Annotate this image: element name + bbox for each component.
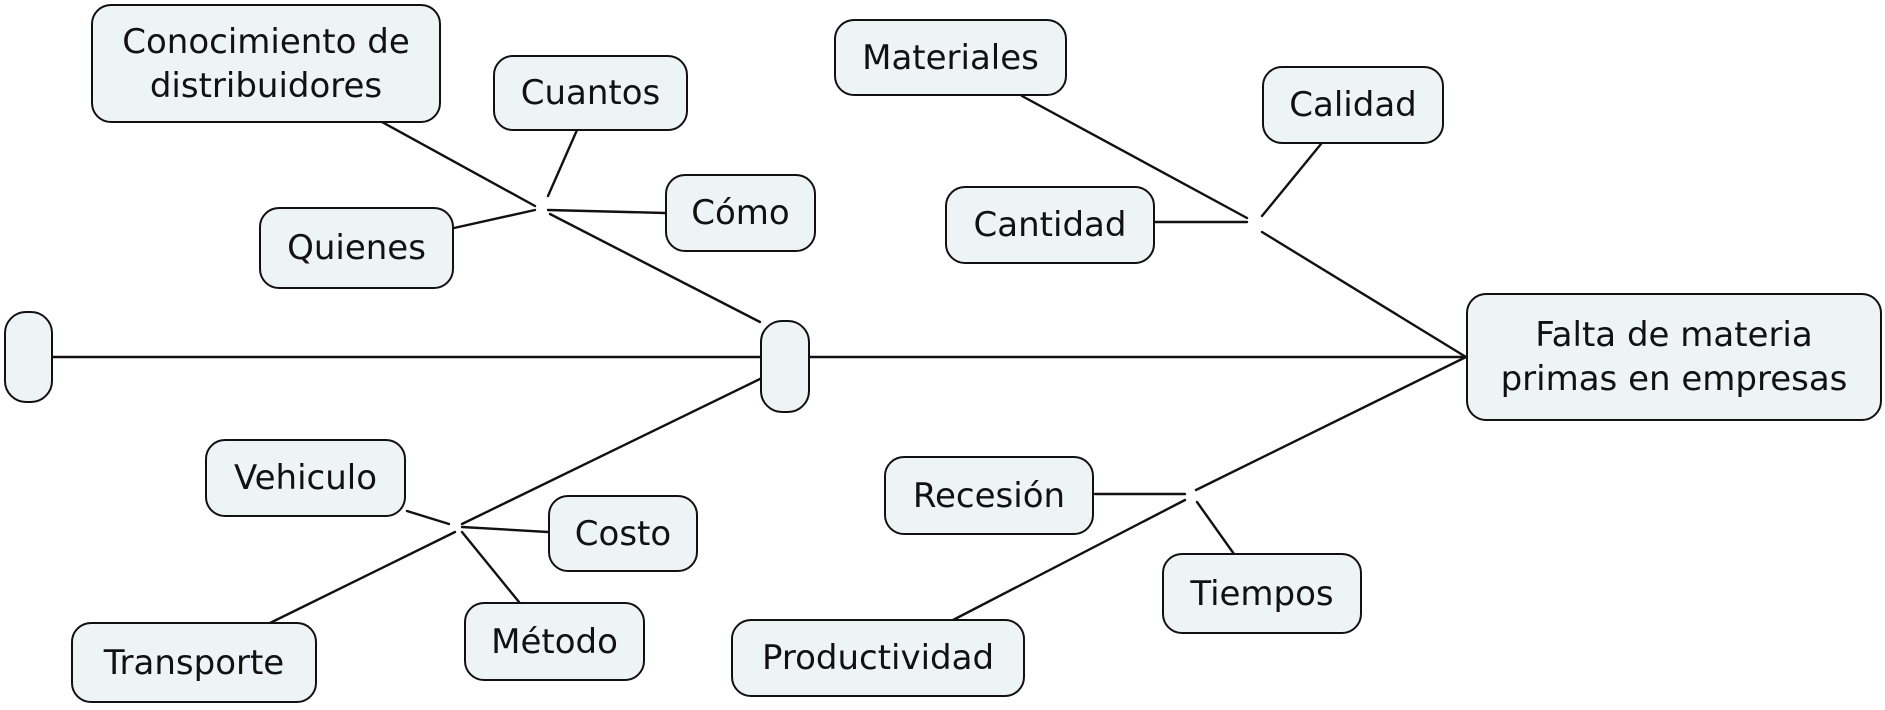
node-costo[interactable]: Costo xyxy=(548,495,698,572)
edge-conocimiento xyxy=(380,120,537,208)
edge-como xyxy=(546,208,667,215)
edge-upper-right-branch xyxy=(1260,230,1468,359)
edge-metodo xyxy=(460,530,521,604)
node-cantidad[interactable]: Cantidad xyxy=(945,186,1155,264)
node-materiales[interactable]: Materiales xyxy=(834,19,1067,96)
edge-quienes xyxy=(452,208,537,230)
node-calidad[interactable]: Calidad xyxy=(1262,66,1444,144)
edge-lower-right-branch xyxy=(1194,355,1468,492)
edge-costo xyxy=(460,525,550,534)
edge-calidad xyxy=(1260,142,1323,218)
edge-productividad xyxy=(951,498,1187,622)
node-tiempos[interactable]: Tiempos xyxy=(1162,553,1362,634)
node-cuantos[interactable]: Cuantos xyxy=(493,55,688,131)
node-productividad[interactable]: Productividad xyxy=(731,619,1025,697)
node-como[interactable]: Cómo xyxy=(665,174,816,252)
node-metodo[interactable]: Método xyxy=(464,602,645,681)
node-recesion[interactable]: Recesión xyxy=(884,456,1094,535)
edge-cuantos xyxy=(546,128,579,198)
node-conocimiento-de-distribuidores[interactable]: Conocimiento de distribuidores xyxy=(91,4,441,123)
edge-transporte xyxy=(268,530,457,625)
edge-tiempos xyxy=(1195,500,1236,556)
node-transporte[interactable]: Transporte xyxy=(71,622,317,703)
edge-upper-left-branch xyxy=(548,212,762,324)
node-quienes[interactable]: Quienes xyxy=(259,207,454,289)
node-spine-mid[interactable] xyxy=(760,320,810,413)
edge-vehiculo xyxy=(405,509,451,526)
edge-materiales xyxy=(1020,94,1249,220)
node-falta-de-materia-primas[interactable]: Falta de materia primas en empresas xyxy=(1466,293,1882,421)
node-vehiculo[interactable]: Vehiculo xyxy=(205,439,406,517)
node-spine-start[interactable] xyxy=(4,311,53,403)
edge-lower-left-branch xyxy=(460,376,764,526)
